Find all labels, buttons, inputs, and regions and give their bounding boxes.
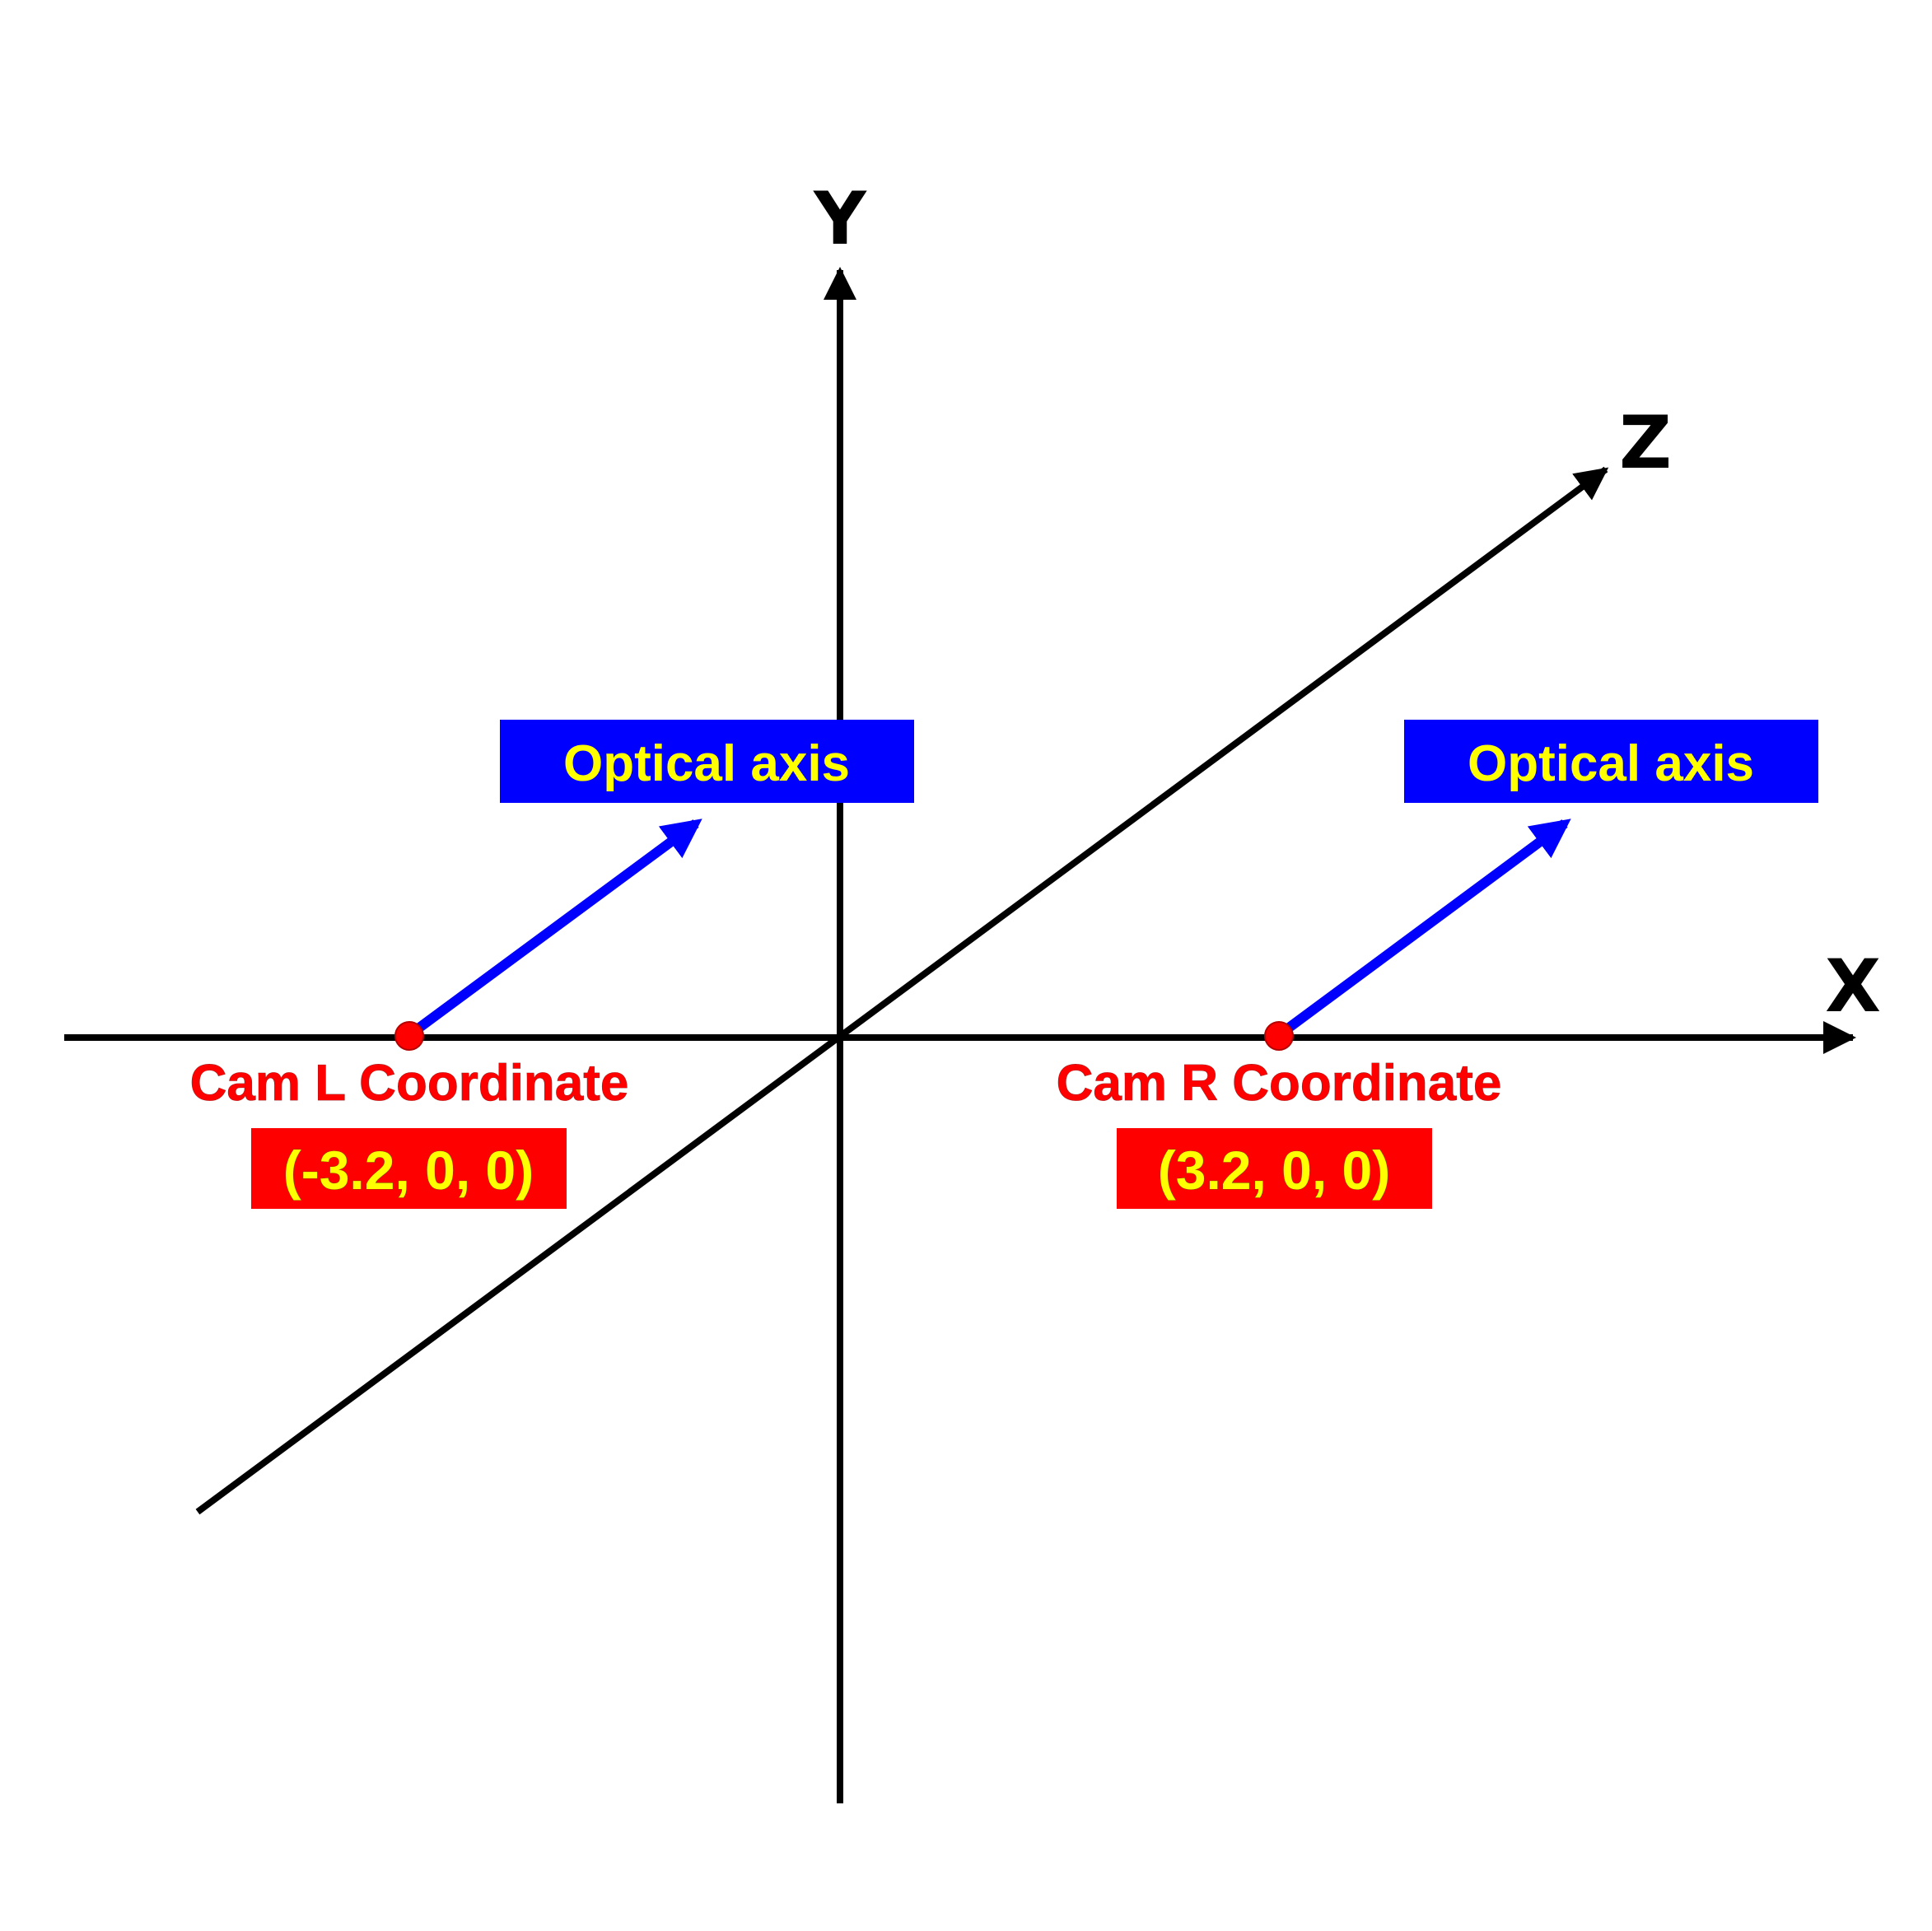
cam-l-point (394, 1021, 424, 1051)
x-axis-label: X (1825, 944, 1881, 1028)
cam-l-coordinate-box: (-3.2, 0, 0) (251, 1128, 567, 1209)
cam-r-optical-axis-arrow (1276, 819, 1571, 1039)
cam-l-coordinate-value: (-3.2, 0, 0) (283, 1140, 534, 1201)
cam-l-label: Cam L Coordinate (190, 1055, 629, 1112)
cam-l-optical-axis-label: Optical axis (563, 735, 850, 792)
cam-r-label: Cam R Coordinate (1057, 1055, 1502, 1112)
cam-r-coordinate-value: (3.2, 0, 0) (1158, 1140, 1390, 1201)
z-axis-line (195, 466, 1609, 1515)
cam-r-optical-axis-label: Optical axis (1468, 735, 1754, 792)
cam-l-optical-axis-arrow (406, 819, 702, 1039)
cam-r-point (1264, 1021, 1294, 1051)
cam-l-optical-axis-box: Optical axis (500, 720, 914, 803)
y-axis-label: Y (813, 176, 867, 261)
z-axis-label: Z (1619, 400, 1672, 485)
cam-r-coordinate-box: (3.2, 0, 0) (1117, 1128, 1432, 1209)
cam-r-optical-axis-box: Optical axis (1404, 720, 1818, 803)
